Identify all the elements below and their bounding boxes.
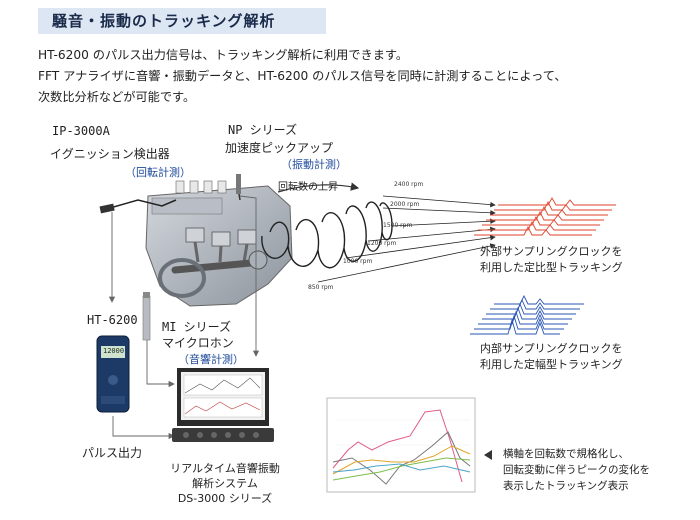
tracking-display-line-3: 表示したトラッキング表示 bbox=[503, 480, 629, 492]
tacho-display: 12000 bbox=[103, 347, 125, 355]
rpm-label-2400: 2400 rpm bbox=[394, 181, 424, 188]
external-tracking-line-1: 外部サンプリングクロックを bbox=[480, 245, 623, 258]
ignition-model: IP-3000A bbox=[52, 124, 110, 138]
tacho-model: HT-6200 bbox=[87, 313, 138, 327]
external-waterfall bbox=[474, 197, 616, 236]
tracking-display-line-1: 横軸を回転数で規格化し、 bbox=[503, 448, 629, 460]
mic-measure: （音響計測） bbox=[178, 353, 244, 366]
engine-illustration bbox=[145, 180, 293, 307]
accel-measure: （振動計測） bbox=[281, 158, 347, 171]
rpm-up-label: 回転数の上昇 bbox=[278, 182, 338, 193]
rpm-label-1000: 1000 rpm bbox=[343, 258, 373, 265]
mic-name: マイクロホン bbox=[162, 336, 234, 350]
external-tracking-line-2: 利用した定比型トラッキング bbox=[480, 261, 623, 274]
accel-name: 加速度ピックアップ bbox=[225, 141, 334, 155]
analyzer-illustration bbox=[172, 368, 274, 442]
internal-tracking-line-2: 利用した定幅型トラッキング bbox=[480, 358, 623, 371]
tachometer-illustration bbox=[96, 335, 130, 413]
rpm-label-1200: 1200 rpm bbox=[367, 240, 397, 247]
rpm-label-2000: 2000 rpm bbox=[390, 201, 420, 208]
internal-tracking-line-1: 内部サンプリングクロックを bbox=[480, 342, 623, 355]
accel-model: NP シリーズ bbox=[228, 123, 298, 137]
rpm-label-850: 850 rpm bbox=[308, 284, 334, 291]
ignition-measure: （回転計測） bbox=[125, 166, 191, 179]
system-line-2: 解析システム bbox=[192, 477, 258, 490]
internal-waterfall bbox=[470, 294, 584, 335]
intro-line-1: HT-6200 のパルス出力信号は、トラッキング解析に利用できます。 bbox=[38, 48, 409, 62]
system-line-1: リアルタイム音響振動 bbox=[170, 462, 280, 475]
pointer-triangle bbox=[484, 450, 492, 460]
projection-lines bbox=[317, 195, 496, 283]
ignition-name: イグニッション検出器 bbox=[50, 147, 170, 161]
tracking-display-line-2: 回転変動に伴うピークの変化を bbox=[503, 464, 650, 476]
rpm-label-1500: 1500 rpm bbox=[383, 222, 413, 229]
intro-line-3: 次数比分析などが可能です。 bbox=[38, 90, 196, 104]
mic-model: MI シリーズ bbox=[162, 320, 232, 334]
tracking-chart-panel bbox=[326, 397, 476, 493]
title-background bbox=[38, 8, 326, 34]
intro-line-2: FFT アナライザに音響・振動データと、HT-6200 のパルス信号を同時に計測… bbox=[38, 69, 567, 83]
mic-illustration bbox=[142, 292, 151, 341]
rpm-spiral bbox=[261, 201, 393, 269]
page-title: 騒音・振動のトラッキング解析 bbox=[52, 12, 276, 30]
system-line-3: DS-3000 シリーズ bbox=[177, 492, 273, 505]
pulse-output-label: パルス出力 bbox=[82, 446, 143, 460]
